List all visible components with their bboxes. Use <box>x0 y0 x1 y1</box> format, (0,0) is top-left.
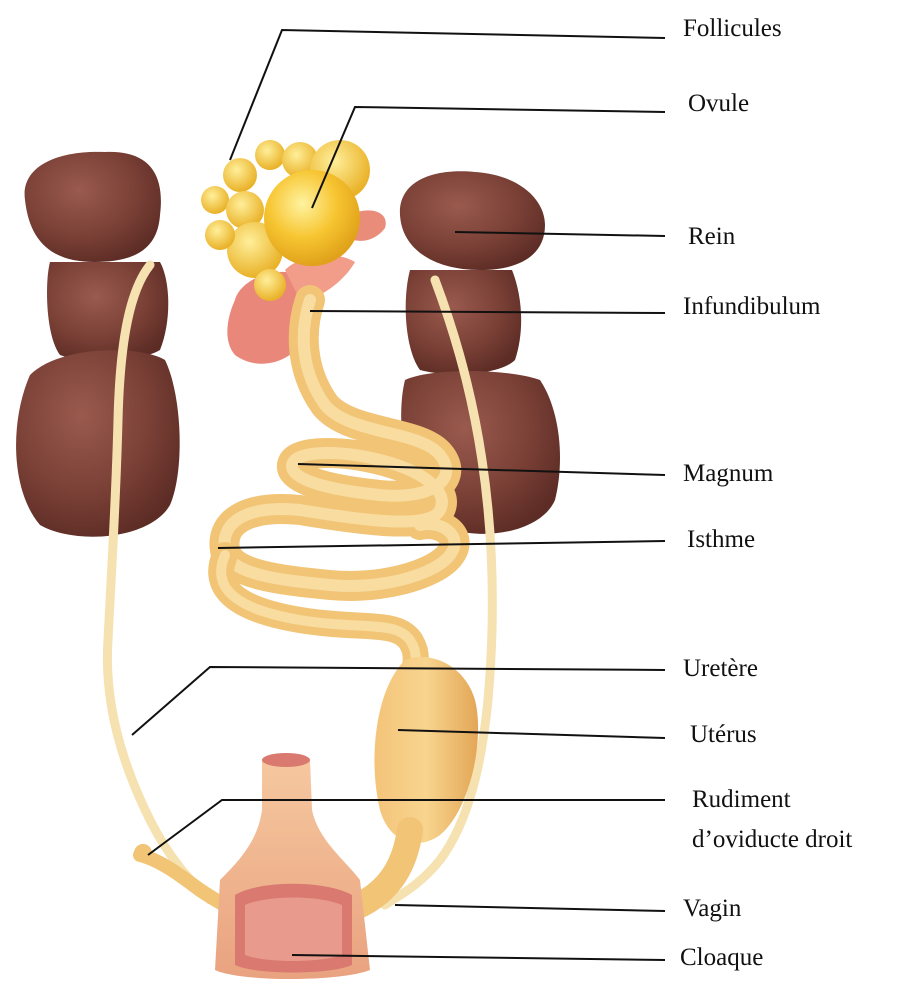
label-uretere: Uretère <box>683 655 758 684</box>
label-rudiment-line1: Rudiment <box>692 786 791 815</box>
leader-infundibulum <box>310 311 665 313</box>
leader-vagin <box>395 905 665 911</box>
rudiment-right-oviduct <box>140 855 232 910</box>
label-cloaque: Cloaque <box>680 944 763 973</box>
label-infundibulum: Infundibulum <box>683 293 821 322</box>
label-isthme: Isthme <box>687 526 755 555</box>
label-uterus: Utérus <box>690 721 757 750</box>
label-follicules: Follicules <box>683 15 782 44</box>
left-kidney <box>16 152 180 537</box>
ovum <box>264 170 360 266</box>
label-magnum: Magnum <box>683 460 773 489</box>
label-rudiment-line2: d’oviducte droit <box>692 826 852 855</box>
label-rein: Rein <box>688 223 735 252</box>
label-ovule: Ovule <box>688 90 749 119</box>
cloaca <box>215 753 370 979</box>
label-vagin: Vagin <box>683 895 741 924</box>
leader-follicules <box>230 30 665 160</box>
